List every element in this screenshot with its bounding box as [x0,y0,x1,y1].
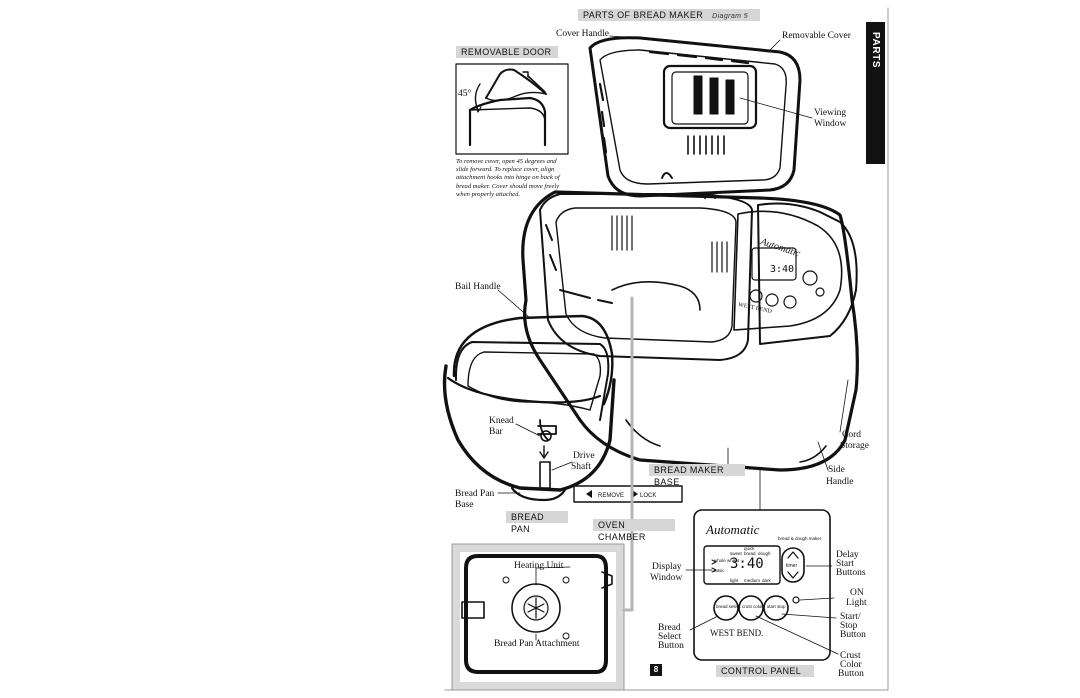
cp-crust-dark: dark [762,578,772,583]
bread-label: Bread [658,623,681,633]
window-label: Window [814,119,847,129]
cp-btn-crust: crust color [742,604,763,609]
select-label: Select [658,632,682,642]
removable-door-inset [455,63,569,155]
base-label: Base [455,500,474,510]
removable-door-heading: REMOVABLE DOOR [456,46,558,58]
light-label: Light [846,598,867,608]
door-angle: 45° [458,89,472,99]
page-title: PARTS OF BREAD MAKER [583,10,704,20]
cp-mode-basic: basic [714,568,725,573]
bar-label: Bar [489,427,503,437]
bail-handle-label: Bail Handle [455,282,501,292]
cp-btn-start: start stop [767,604,786,609]
stop-label: Stop [840,621,858,631]
cp-crust-light: light [730,578,739,583]
control-panel-heading: CONTROL PANEL [716,665,814,677]
side-label: Side [828,465,845,475]
storage-label: Storage [840,441,870,451]
cord-label: Cord [842,430,861,440]
cp-crust-medium: medium [744,578,760,583]
bread-pan-heading: BREAD PAN [506,511,568,534]
oven-chamber-inset [451,543,625,691]
crust-button-label: Button [838,669,864,679]
cover-handle-label: Cover Handle [556,29,610,39]
header-bar: PARTS OF BREAD MAKER Diagram 5 [578,9,760,21]
cp-sub: bread & dough maker [778,536,822,541]
control-panel-detail [693,509,831,661]
cp-mode-dough: dough [758,551,771,556]
bread-maker-base-heading: BREAD MAKER BASE [649,464,745,487]
cp-mode-whole-wheat: whole wheat [714,558,740,563]
machine-panel [749,247,825,309]
oven-chamber-heading: OVEN CHAMBER [593,519,675,542]
diagram-number: Diagram 5 [712,13,748,20]
heating-unit-label: Heating Unit [514,561,564,571]
crust-label: Crust [840,651,861,661]
buttons-label: Buttons [836,568,866,578]
cp-btn-bread: bread select [716,604,741,609]
shaft-label: Shaft [571,462,592,472]
removable-cover-label: Removable Cover [782,31,851,41]
leader-lines [497,35,849,655]
parts-side-tab: PARTS [866,22,885,164]
cp-maker: WEST BEND. [710,628,763,638]
bread-pan-attachment-label: Bread Pan Attachment [494,639,580,649]
door-note: To remove cover, open 45 degrees and sli… [456,158,560,198]
viewing-label: Viewing [814,108,847,118]
page-number: 8 [650,664,662,676]
machine-time: 3:40 [770,264,794,275]
cp-timer: timer [786,563,797,569]
color-label: Color [840,660,862,670]
display-window-label: Window [650,573,683,583]
start-slash-label: Start/ [840,612,861,622]
delay-label: Delay [836,550,859,560]
machine-brand: Automatic [758,236,802,260]
cp-brand: Automatic [705,522,760,537]
cp-mode-bread: bread [744,551,756,556]
remove-label: REMOVE [598,493,624,499]
oven-connector [622,296,634,612]
knead-label: Knead [489,416,514,426]
display-label: Display [652,562,682,572]
bread-pan-label: Bread Pan [455,489,495,499]
cp-mode-quick: quick [744,546,755,551]
lid [588,36,802,198]
start-stop-button-label: Button [840,630,866,640]
cp-mode-sweet: sweet [730,551,743,556]
on-label: ON [850,588,864,598]
remove-lock-strip [573,485,683,503]
bread-pan [442,314,616,502]
drive-label: Drive [573,451,595,461]
bread-select-button-label: Button [658,641,684,651]
bread-maker-body [521,172,859,472]
handle-label: Handle [826,477,854,487]
start-label: Start [836,559,854,569]
lock-label: LOCK [640,493,656,499]
cp-time: 3:40 [730,556,764,572]
